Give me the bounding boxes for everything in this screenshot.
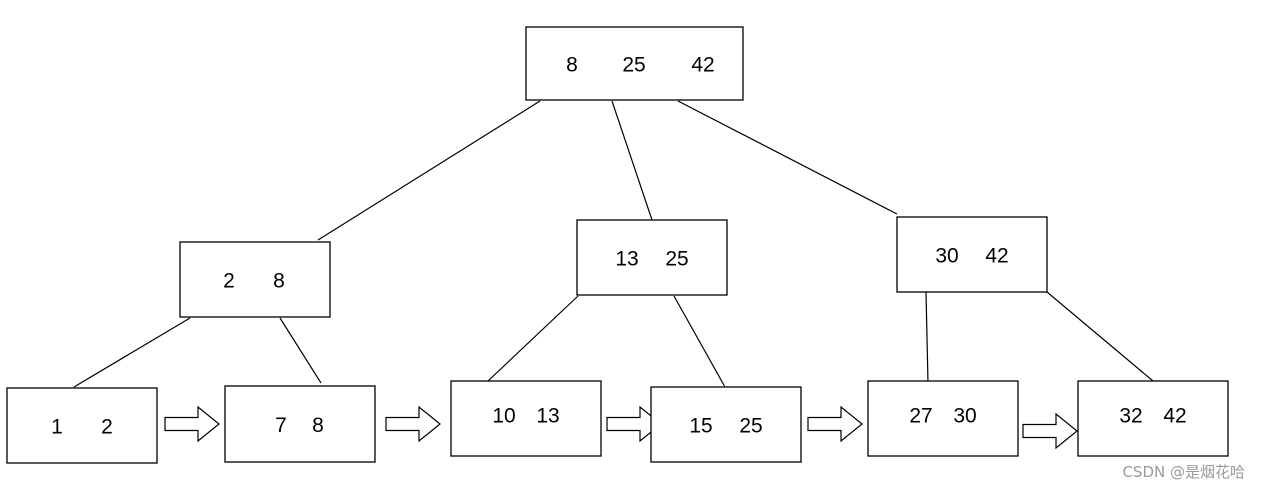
node-box-leaf-5	[867, 380, 1019, 457]
leaf-links	[164, 405, 1078, 450]
leaf-link-arrow-leaf-1-to-leaf-2	[164, 405, 220, 443]
node-box-leaf-1	[6, 387, 158, 464]
node-key: 7	[275, 414, 287, 437]
node-key: 2	[223, 270, 235, 293]
node-key: 27	[909, 405, 932, 428]
node-key: 25	[665, 248, 688, 271]
node-box-root	[525, 26, 744, 101]
edge-root-to-internal-right	[677, 100, 898, 215]
node-key: 8	[273, 270, 285, 293]
node-key: 8	[312, 414, 324, 437]
node-key: 13	[615, 248, 638, 271]
edge-internal-left-to-leaf-1	[73, 317, 191, 388]
node-root: 8 25 42	[525, 26, 744, 101]
edge-internal-left-to-leaf-2	[279, 317, 322, 384]
tree-edges	[73, 100, 1154, 388]
node-key: 32	[1119, 405, 1142, 428]
leaf-link-arrow-leaf-2-to-leaf-3	[385, 405, 441, 443]
watermark: CSDN @是烟花哈	[1122, 463, 1245, 481]
node-leaf-6: 32 42	[1077, 380, 1229, 457]
node-key: 42	[985, 245, 1008, 268]
node-box-internal-middle	[576, 219, 728, 296]
edge-internal-middle-to-leaf-3	[487, 295, 579, 382]
leaf-link-arrow-leaf-4-to-leaf-5	[807, 405, 863, 443]
node-key: 1	[51, 416, 63, 439]
node-box-internal-left	[179, 241, 331, 318]
edge-internal-middle-to-leaf-4	[673, 295, 726, 388]
node-key: 42	[691, 54, 714, 77]
node-box-internal-right	[896, 216, 1048, 293]
node-key: 30	[953, 405, 976, 428]
node-internal-middle: 13 25	[576, 219, 728, 296]
node-key: 15	[689, 415, 712, 438]
edge-root-to-internal-middle	[611, 100, 653, 221]
node-key: 25	[739, 415, 762, 438]
node-key: 42	[1163, 405, 1186, 428]
edge-internal-right-to-leaf-6	[1046, 291, 1154, 382]
leaf-link-arrow-leaf-5-to-leaf-6	[1022, 412, 1078, 450]
node-key: 25	[622, 54, 645, 77]
edge-root-to-internal-left	[317, 100, 541, 241]
node-leaf-5: 27 30	[867, 380, 1019, 457]
node-key: 8	[566, 54, 578, 77]
node-key: 10	[492, 405, 515, 428]
node-box-leaf-3	[450, 380, 602, 457]
node-key: 2	[101, 416, 113, 439]
node-box-leaf-4	[650, 386, 802, 463]
edge-internal-right-to-leaf-5	[925, 291, 929, 384]
node-internal-right: 30 42	[896, 216, 1048, 293]
node-box-leaf-2	[224, 385, 376, 463]
node-leaf-3: 10 13	[450, 380, 602, 457]
node-key: 13	[536, 405, 559, 428]
node-box-leaf-6	[1077, 380, 1229, 457]
node-key: 30	[935, 245, 958, 268]
